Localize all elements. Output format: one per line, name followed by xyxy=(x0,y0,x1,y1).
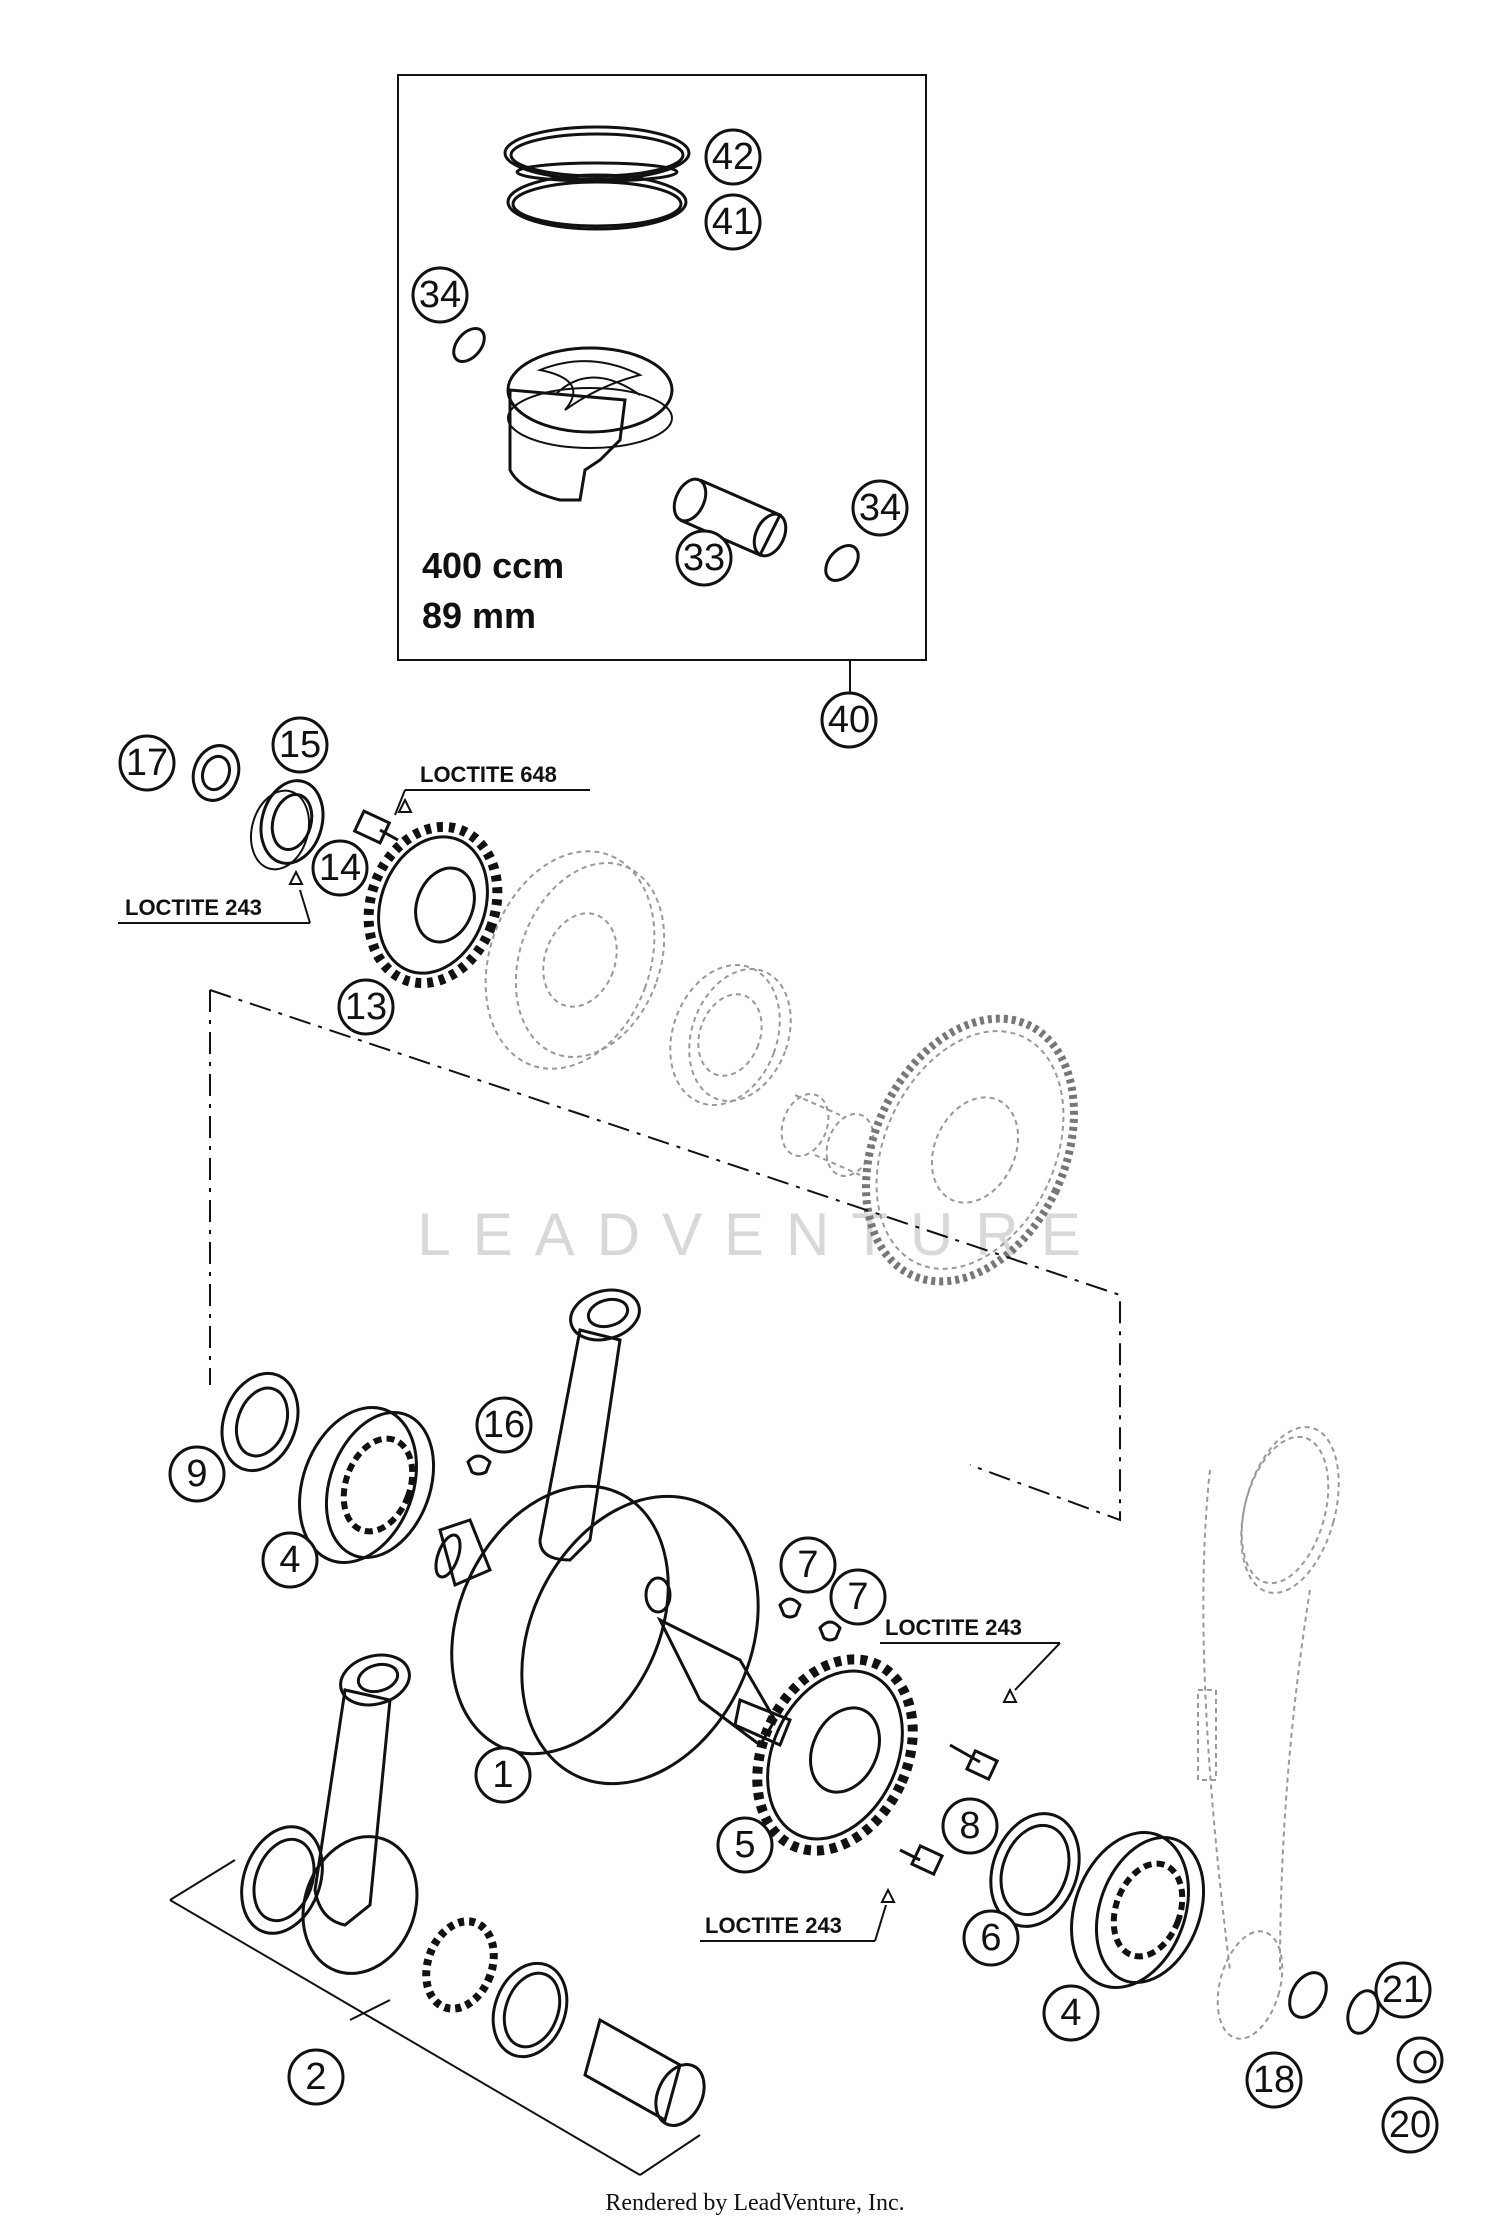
callout-14[interactable]: 14 xyxy=(311,839,369,897)
svg-text:17: 17 xyxy=(126,742,168,784)
svg-text:20: 20 xyxy=(1389,2104,1431,2146)
callout-4-left[interactable]: 4 xyxy=(261,1531,319,1589)
woodruff-key-7b xyxy=(818,1620,842,1642)
woodruff-key-7a xyxy=(778,1597,802,1619)
svg-text:4: 4 xyxy=(279,1539,300,1581)
callout-20[interactable]: 20 xyxy=(1381,2096,1439,2154)
piston-ring-42 xyxy=(503,125,691,181)
svg-text:1: 1 xyxy=(492,1754,513,1796)
circlip-18 xyxy=(1288,1971,1328,2019)
loctite-243-right-label: LOCTITE 243 xyxy=(885,1615,1022,1640)
washer-21 xyxy=(1346,1989,1380,2035)
callout-42[interactable]: 42 xyxy=(704,128,762,186)
callout-13[interactable]: 13 xyxy=(337,978,395,1036)
svg-text:21: 21 xyxy=(1382,1969,1424,2011)
callout-7-a[interactable]: 7 xyxy=(779,1536,837,1594)
callout-21[interactable]: 21 xyxy=(1374,1961,1432,2019)
piston-ring-41 xyxy=(506,161,688,231)
callout-34-right[interactable]: 34 xyxy=(851,479,909,537)
watermark-text: LEADVENTURE xyxy=(417,1201,1102,1268)
screw-14 xyxy=(288,797,413,885)
screw-8-upper xyxy=(949,1687,1018,1782)
piston-kit-box: 400 ccm 89 mm xyxy=(397,74,927,692)
callout-15[interactable]: 15 xyxy=(271,716,329,774)
svg-text:2: 2 xyxy=(305,2056,326,2098)
callout-33[interactable]: 33 xyxy=(675,529,733,587)
footer-credit: Rendered by LeadVenture, Inc. xyxy=(605,2190,904,2216)
callout-17[interactable]: 17 xyxy=(118,734,176,792)
callout-5[interactable]: 5 xyxy=(716,1816,774,1874)
conrod-kit-bracket-left xyxy=(169,1899,641,2176)
circlip-34-right xyxy=(824,544,860,582)
svg-text:7: 7 xyxy=(847,1576,868,1618)
svg-text:42: 42 xyxy=(712,136,754,178)
svg-text:8: 8 xyxy=(959,1805,980,1847)
nut-20 xyxy=(1396,2036,1444,2084)
callout-16[interactable]: 16 xyxy=(475,1396,533,1454)
conrod-kit-bracket-top xyxy=(169,1859,236,1901)
balancer-weight-dashed xyxy=(484,850,666,1070)
svg-text:33: 33 xyxy=(683,537,725,579)
timing-chain-assembly xyxy=(1197,1426,1340,2040)
svg-text:7: 7 xyxy=(797,1544,818,1586)
bearing-15 xyxy=(250,779,325,871)
loctite-648-label: LOCTITE 648 xyxy=(420,762,557,787)
conrod-kit-leader xyxy=(349,1999,391,2021)
svg-text:18: 18 xyxy=(1253,2059,1295,2101)
svg-text:4: 4 xyxy=(1060,1992,1081,2034)
connecting-rod-kit-2 xyxy=(240,1653,706,2127)
piston xyxy=(506,346,674,502)
loctite-243-top-label: LOCTITE 243 xyxy=(125,895,262,920)
svg-text:41: 41 xyxy=(712,201,754,243)
callout-40[interactable]: 40 xyxy=(820,691,878,749)
crankshaft xyxy=(434,1288,792,1786)
svg-text:14: 14 xyxy=(319,847,361,889)
svg-text:6: 6 xyxy=(980,1917,1001,1959)
displacement-label: 400 ccm xyxy=(422,545,564,586)
loctite-243-top-label-group: LOCTITE 243 xyxy=(118,889,311,924)
callout-9[interactable]: 9 xyxy=(168,1445,226,1503)
bearing-dashed xyxy=(669,964,792,1106)
callout-6[interactable]: 6 xyxy=(962,1909,1020,1967)
svg-text:34: 34 xyxy=(419,274,461,316)
screw-8-lower xyxy=(880,1843,945,1903)
callout-7-b[interactable]: 7 xyxy=(829,1568,887,1626)
crank-gear-5 xyxy=(752,1654,918,1856)
callout-2[interactable]: 2 xyxy=(287,2048,345,2106)
seal-17 xyxy=(191,744,241,802)
svg-text:40: 40 xyxy=(828,699,870,741)
loctite-243-bottom-label-group: LOCTITE 243 xyxy=(700,1904,887,1942)
svg-text:16: 16 xyxy=(483,1404,525,1446)
bore-label: 89 mm xyxy=(422,595,536,636)
callout-18[interactable]: 18 xyxy=(1245,2051,1303,2109)
svg-text:5: 5 xyxy=(734,1824,755,1866)
callout-34-top[interactable]: 34 xyxy=(411,266,469,324)
bearing-4-right xyxy=(1070,1831,1206,1989)
callout-4-right[interactable]: 4 xyxy=(1042,1984,1100,2042)
balancer-gear-13 xyxy=(363,821,503,989)
svg-text:13: 13 xyxy=(345,986,387,1028)
callout-41[interactable]: 41 xyxy=(704,193,762,251)
loctite-243-bottom-label: LOCTITE 243 xyxy=(705,1913,842,1938)
loctite-243-right-label-group: LOCTITE 243 xyxy=(880,1615,1061,1691)
svg-text:34: 34 xyxy=(859,487,901,529)
callout-1[interactable]: 1 xyxy=(474,1746,532,1804)
svg-text:9: 9 xyxy=(186,1453,207,1495)
assembly-line-diagonal xyxy=(209,989,1121,1522)
seal-9 xyxy=(220,1371,300,1473)
starter-gear-dashed xyxy=(862,1014,1078,1286)
loctite-648-label-group: LOCTITE 648 xyxy=(394,762,590,816)
svg-text:15: 15 xyxy=(279,724,321,766)
bearing-4-left xyxy=(298,1406,436,1564)
conrod-kit-bracket-right xyxy=(639,2134,701,2176)
woodruff-key-16 xyxy=(466,1454,492,1476)
circlip-34-left xyxy=(452,327,486,363)
callout-8[interactable]: 8 xyxy=(941,1797,999,1855)
